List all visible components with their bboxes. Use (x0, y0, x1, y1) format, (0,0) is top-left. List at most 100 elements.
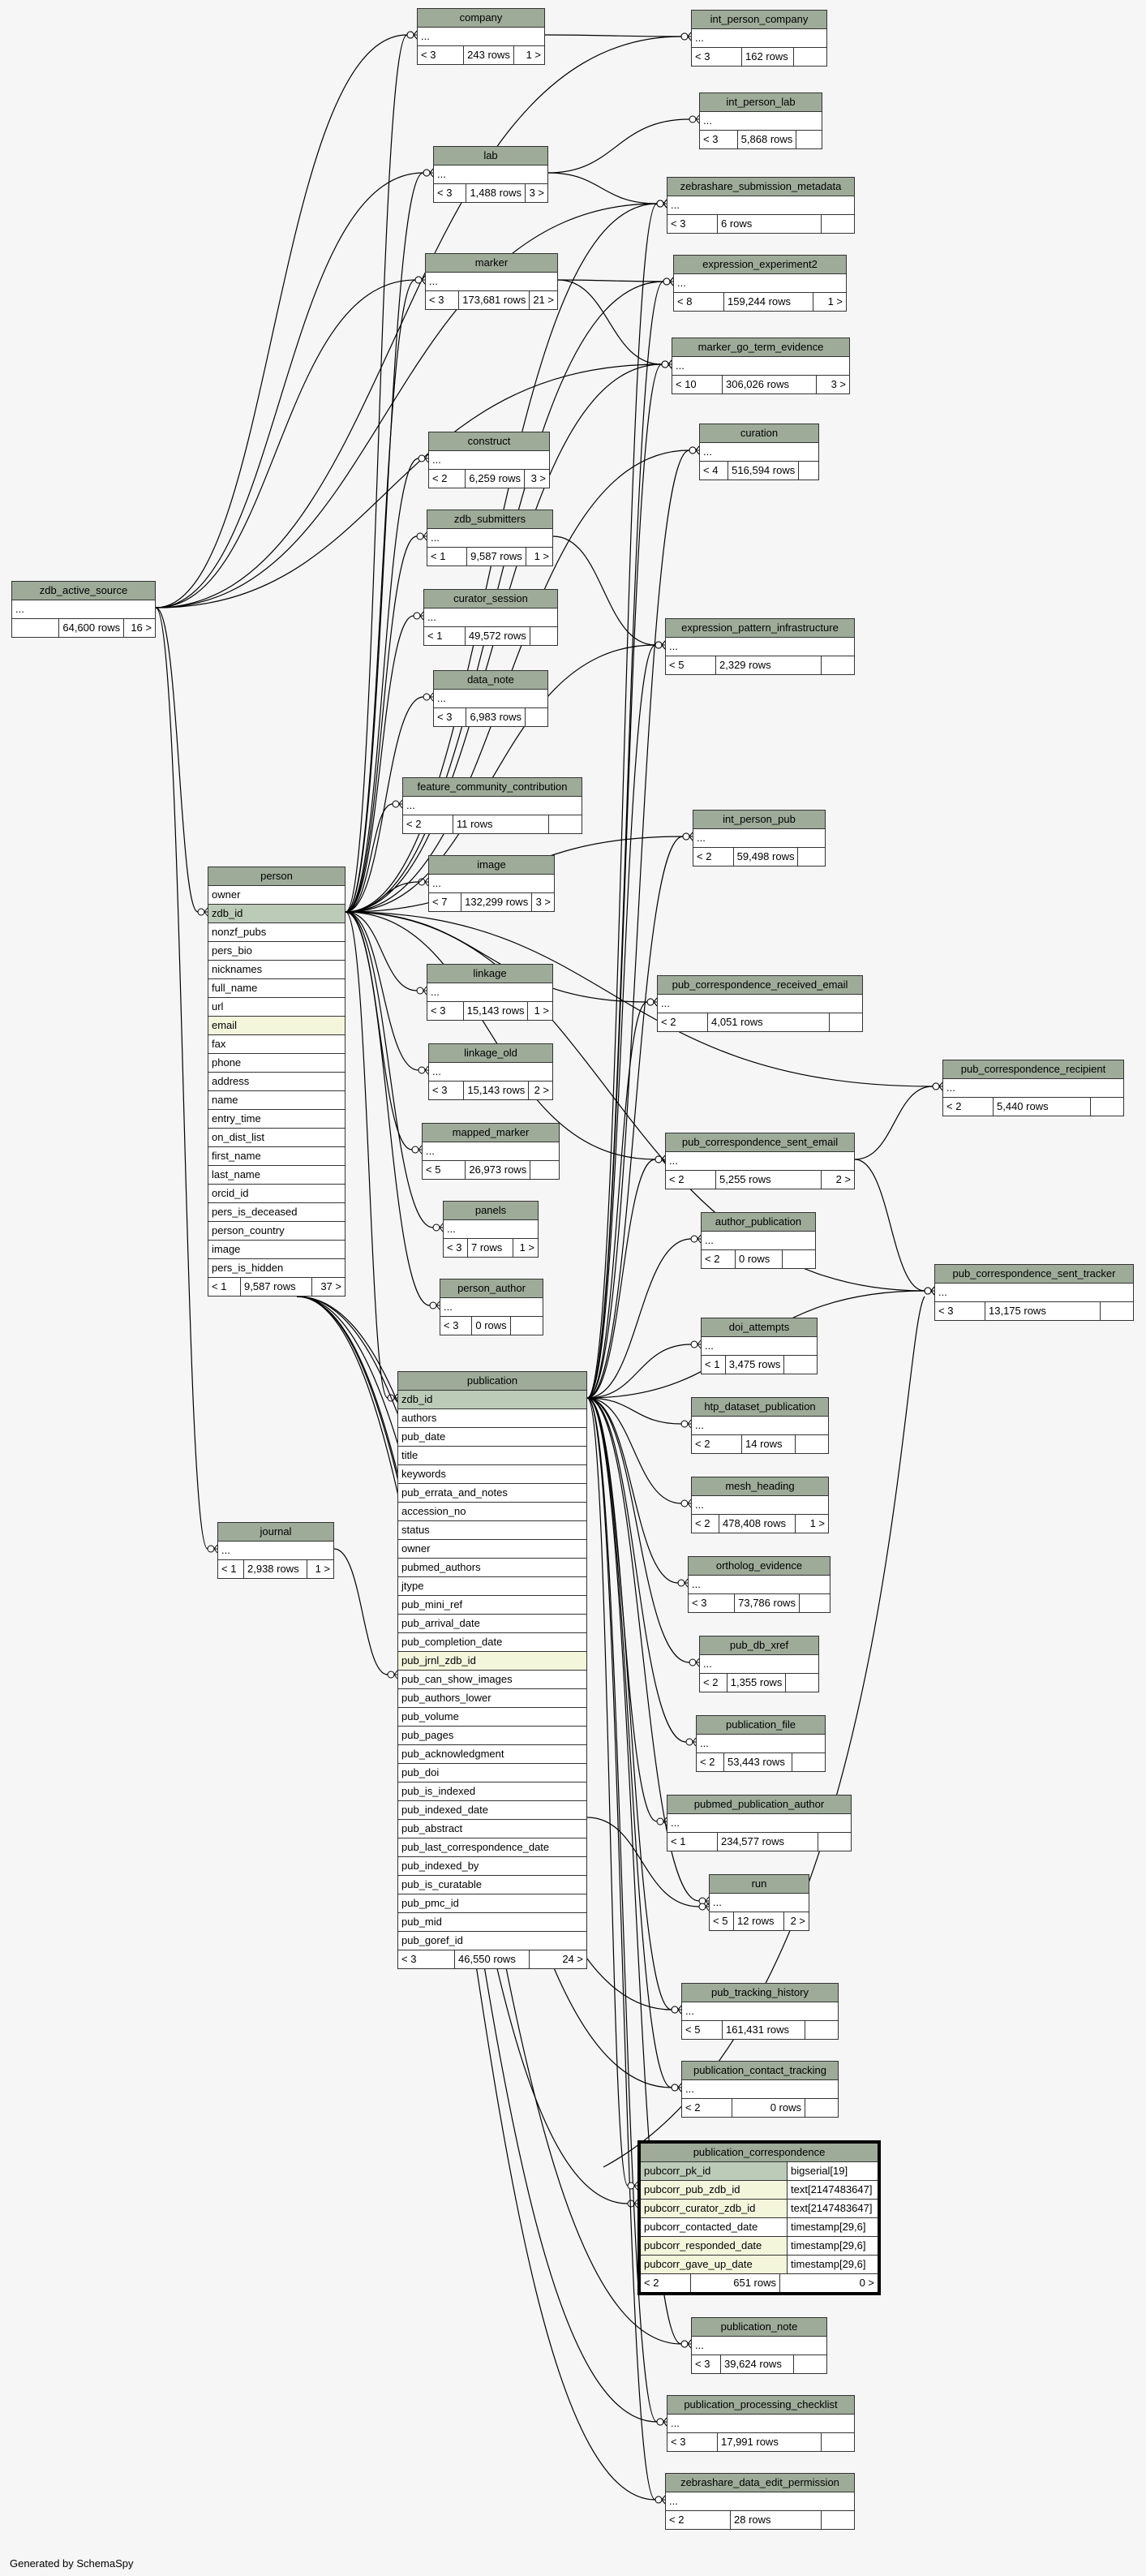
edge-publication-publication_processing_checklist-end (656, 2418, 664, 2426)
edge-publication-pub_tracking_history (586, 1397, 672, 2010)
edge-publication-int_person_pub-end (682, 832, 690, 841)
table-name: pub_correspondence_received_email (658, 976, 862, 995)
row-count: 53,443 rows (724, 1753, 792, 1771)
edge-publication-zebrashare_data_edit_permission (586, 1397, 656, 2501)
children-count (822, 215, 854, 233)
children-count (822, 2433, 854, 2451)
children-count (792, 1753, 825, 1771)
parents-count: < 7 (429, 893, 462, 911)
column-person-country: person_country (208, 1222, 345, 1241)
row-count: 26,973 rows (466, 1161, 531, 1179)
columns-ellipsis: ... (429, 875, 554, 893)
table-pub-correspondence-received-email[interactable]: pub_correspondence_received_email ... < … (657, 975, 863, 1032)
edge-person-linkage_old (345, 911, 419, 1071)
row-count: 516,594 rows (728, 462, 800, 480)
edge-person-lab-end (423, 169, 431, 177)
edge-person-publication_note-end (680, 2340, 689, 2348)
table-publication[interactable]: publication zdb_id authors pub_date titl… (397, 1371, 587, 1969)
column-pub-is-curatable: pub_is_curatable (398, 1876, 586, 1894)
parents-count: < 3 (667, 215, 718, 233)
table-publication-processing-checklist[interactable]: publication_processing_checklist ... < 3… (667, 2395, 855, 2452)
row-count: 159,244 rows (724, 293, 813, 311)
edge-zas-company-end (406, 31, 414, 39)
edge-publication-zebrashare_data_edit_permission-end (655, 2496, 663, 2504)
edge-person-person_author (345, 911, 431, 1306)
edge-person-panels (345, 911, 434, 1228)
edge-zas-person-end (197, 908, 205, 916)
edge-zas-int_person_company-end (680, 32, 689, 41)
column-pub-authors-lower: pub_authors_lower (398, 1689, 586, 1708)
table-name: curation (700, 424, 818, 443)
parents-count: < 2 (943, 1098, 994, 1116)
parents-count: < 2 (403, 815, 453, 833)
edge-person-curator_session (345, 615, 414, 913)
parents-count: < 5 (423, 1161, 466, 1179)
parents-count: < 3 (440, 1317, 473, 1335)
column-type: timestamp[29,6] (787, 2237, 878, 2256)
table-publication-correspondence[interactable]: publication_correspondence pubcorr_pk_id… (637, 2140, 881, 2295)
table-name: publication_file (697, 1716, 825, 1735)
columns-ellipsis: ... (423, 1142, 559, 1161)
column-pers-is-deceased: pers_is_deceased (208, 1203, 345, 1222)
column-owner: owner (208, 886, 345, 905)
edge-publication-expression_pattern_infrastructure-end (655, 641, 663, 649)
table-person[interactable]: person owner zdb_id nonzf_pubs pers_bio … (208, 867, 346, 1297)
columns-ellipsis: ... (12, 600, 155, 619)
parents-count: < 2 (700, 1674, 728, 1692)
column-keywords: keywords (398, 1465, 586, 1484)
table-name: data_note (434, 671, 547, 690)
column-pub-errata-and-notes: pub_errata_and_notes (398, 1484, 586, 1503)
edge-sent-email-tracker-end (924, 1287, 932, 1295)
edge-person-data_note-end (423, 693, 431, 701)
edge-company-int-person-company (544, 34, 682, 37)
column-type: bigserial[19] (787, 2162, 878, 2181)
parents-count: < 2 (666, 1171, 716, 1189)
edge-zas-marker_go_term_evidence (155, 363, 663, 609)
columns-ellipsis: ... (667, 196, 854, 215)
table-expression-pattern-infrastructure[interactable]: expression_pattern_infrastructure ... < … (665, 618, 855, 675)
children-count (796, 1435, 828, 1453)
column-pubcorr-responded-date: pubcorr_responded_date (641, 2237, 787, 2256)
edge-lab-int-person-lab-end (689, 115, 697, 123)
row-count: 5,868 rows (738, 131, 797, 148)
